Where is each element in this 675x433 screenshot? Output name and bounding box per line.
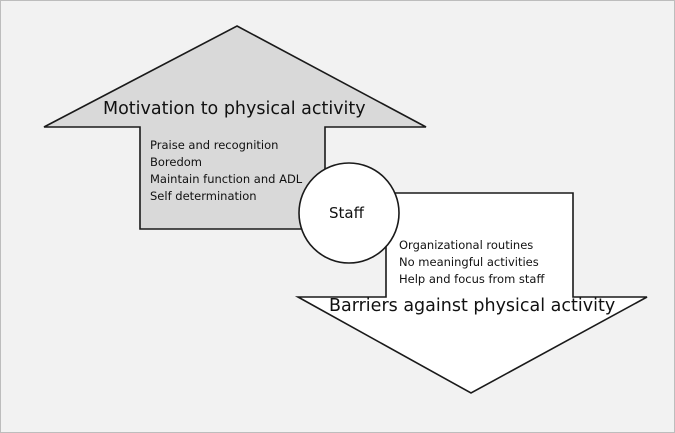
motivation-item: Boredom [150,155,203,169]
barriers-title: Barriers against physical activity [329,296,616,316]
staff-label: Staff [329,204,364,222]
motivation-item: Praise and recognition [150,138,279,152]
motivation-up-arrow [43,25,427,230]
motivation-item: Maintain function and ADL [150,172,303,186]
barriers-down-arrow [294,192,648,394]
barriers-item: Help and focus from staff [399,272,545,286]
motivation-title: Motivation to physical activity [103,99,366,119]
barriers-items: Organizational routines No meaningful ac… [399,237,544,288]
barriers-item: No meaningful activities [399,255,539,269]
motivation-item: Self determination [150,189,257,203]
barriers-item: Organizational routines [399,238,534,252]
staff-circle [298,162,400,264]
motivation-items: Praise and recognition Boredom Maintain … [150,137,302,205]
